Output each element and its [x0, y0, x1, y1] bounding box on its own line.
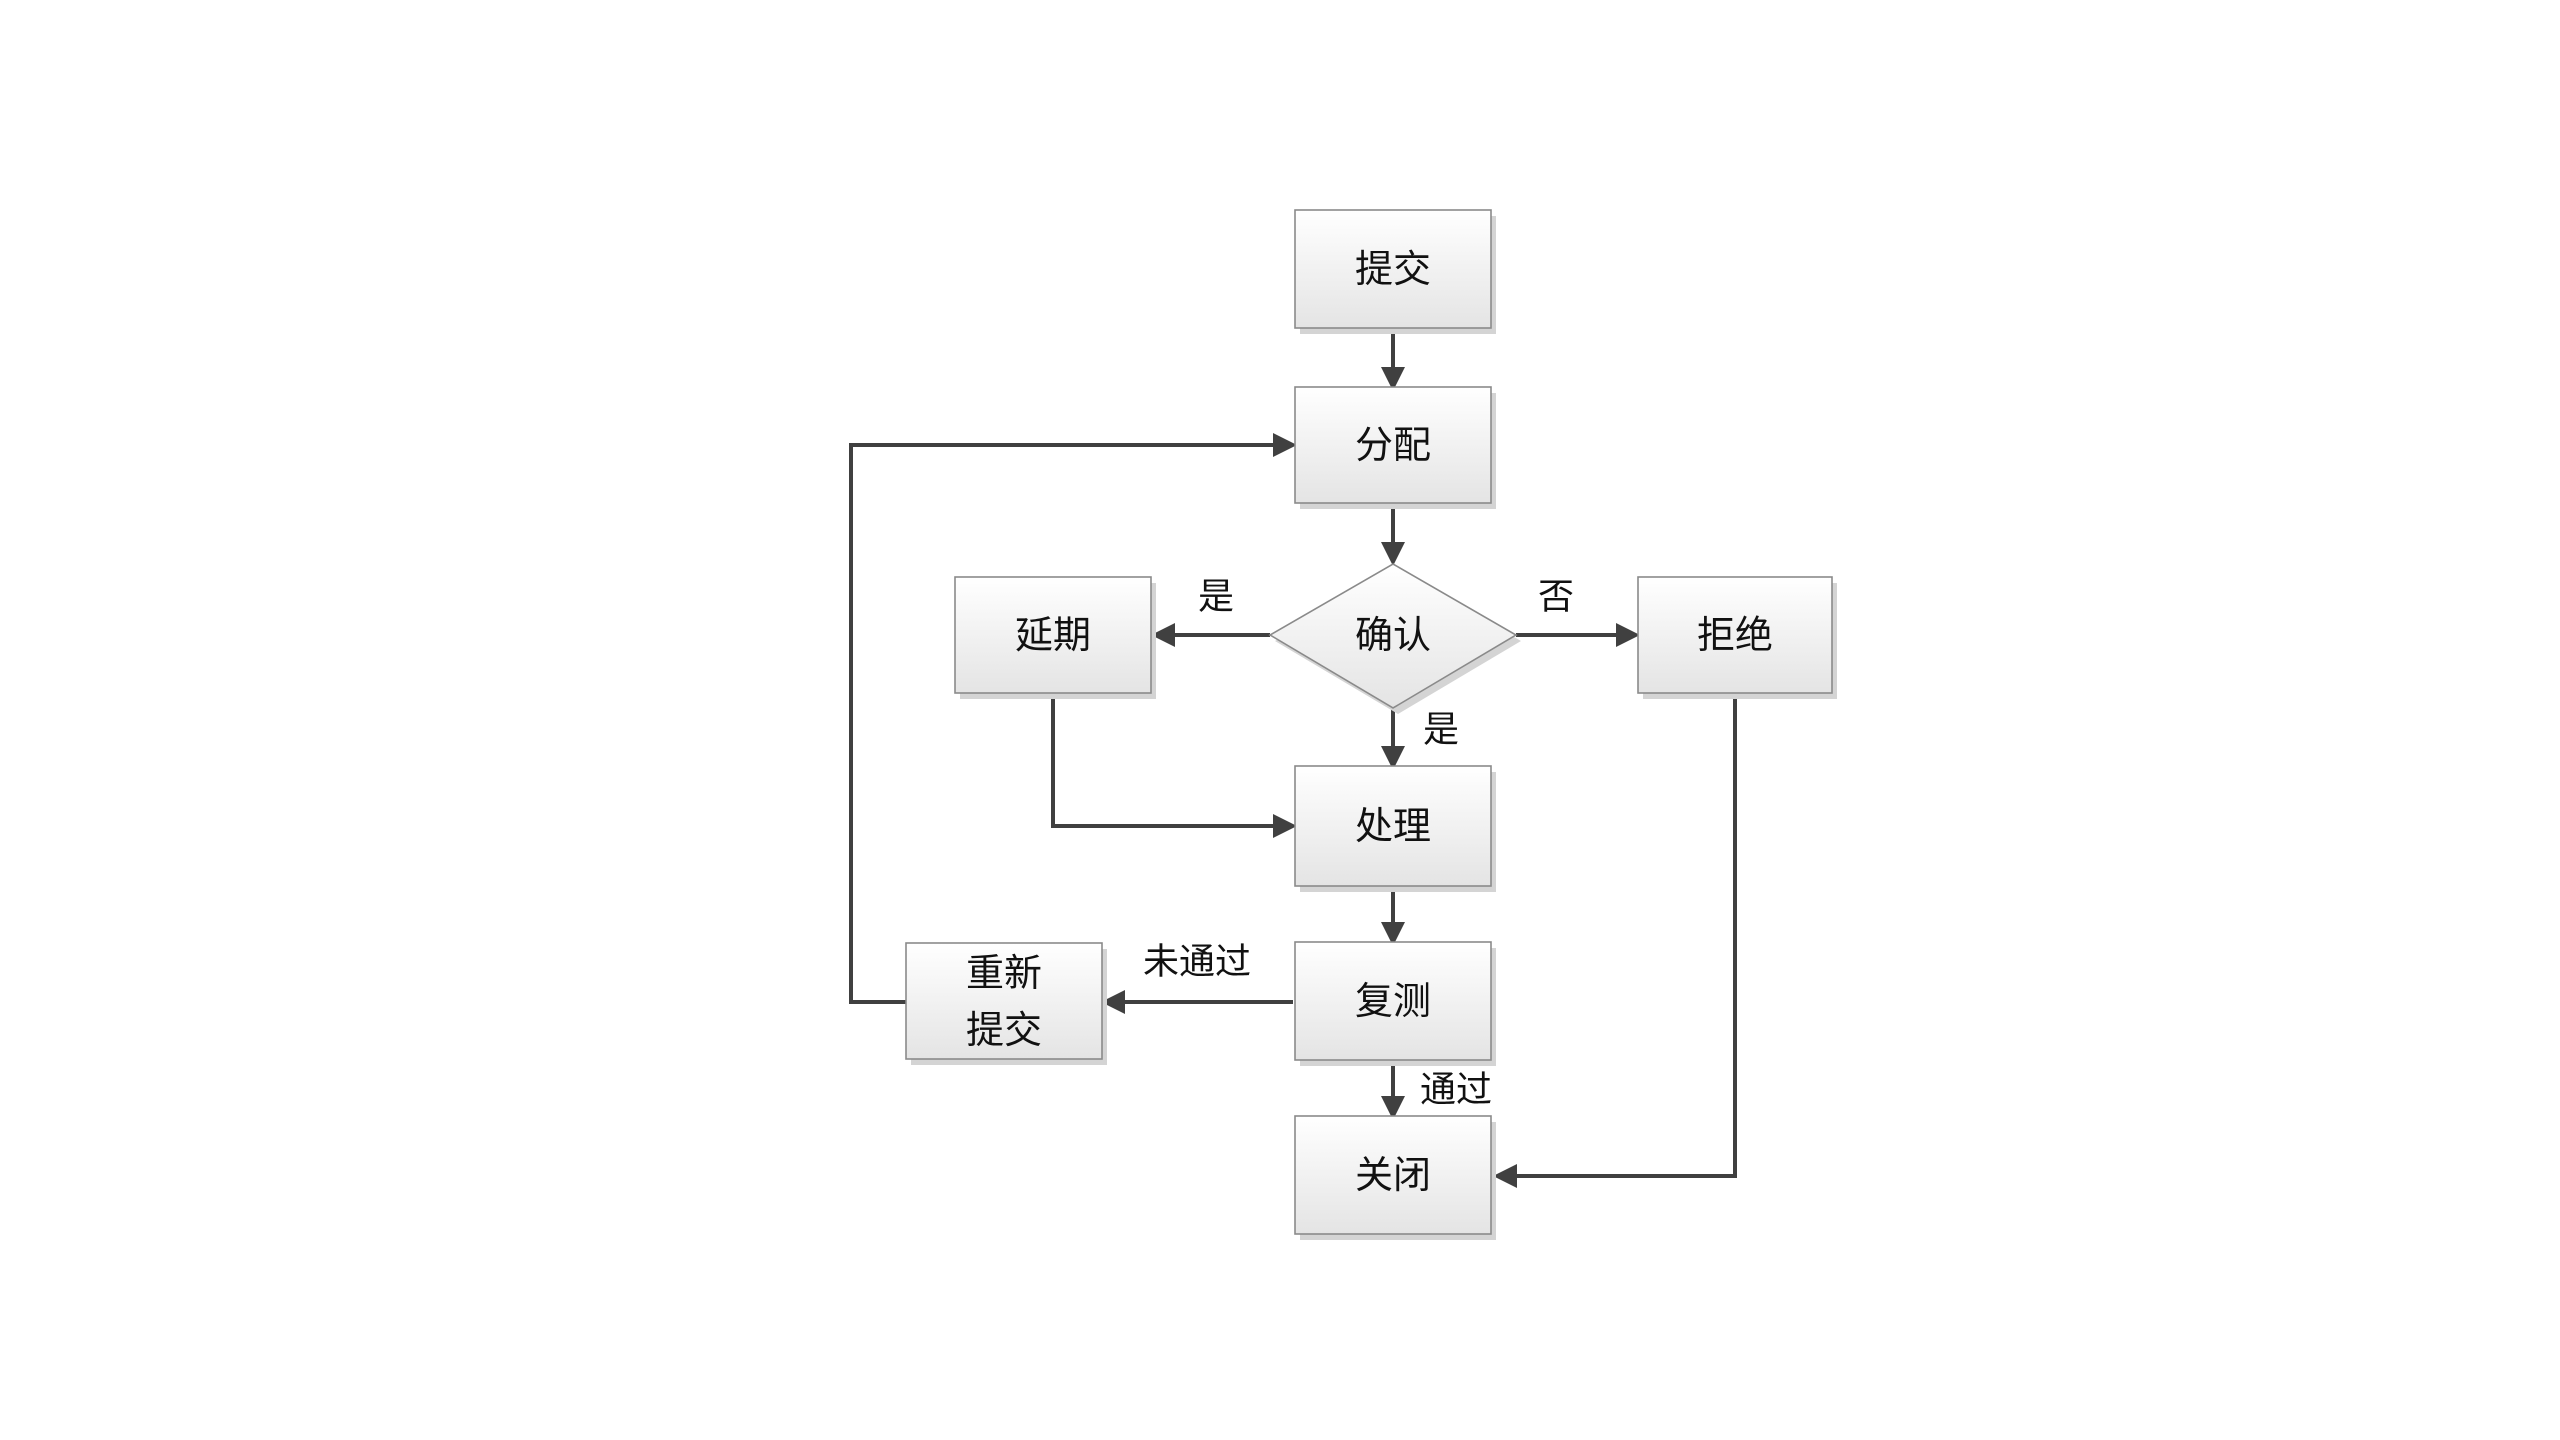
node-confirm: 确认	[1268, 563, 1521, 714]
node-submit: 提交	[1294, 209, 1496, 334]
node-confirm-label: 确认	[1355, 613, 1431, 657]
edge-defer-to-process	[1051, 693, 1297, 838]
node-assign-label: 分配	[1355, 423, 1431, 467]
node-close-label: 关闭	[1355, 1153, 1431, 1197]
node-close: 关闭	[1294, 1115, 1496, 1240]
node-submit-label: 提交	[1355, 247, 1431, 291]
node-reject: 拒绝	[1637, 576, 1837, 699]
edge-label-retest-to-resubmit: 未通过	[1143, 942, 1251, 983]
edges	[849, 330, 1737, 1188]
node-retest: 复测	[1294, 941, 1496, 1066]
node-resubmit-label-line2: 提交	[966, 1008, 1042, 1052]
node-defer: 延期	[954, 576, 1156, 699]
edge-label-retest-to-close: 通过	[1420, 1070, 1492, 1111]
node-resubmit: 重新 提交	[905, 942, 1107, 1065]
node-assign: 分配	[1294, 386, 1496, 509]
edge-reject-to-close	[1493, 693, 1737, 1188]
node-process: 处理	[1294, 765, 1496, 892]
edge-label-confirm-to-process: 是	[1423, 710, 1459, 751]
node-reject-label: 拒绝	[1697, 613, 1773, 657]
edge-label-confirm-to-reject: 否	[1538, 577, 1574, 618]
edge-label-confirm-to-defer: 是	[1198, 577, 1234, 618]
edge-labels: 是 否 是 未通过 通过	[1143, 577, 1574, 1111]
node-process-label: 处理	[1355, 804, 1431, 848]
edge-resubmit-to-assign	[849, 433, 1297, 1004]
node-defer-label: 延期	[1015, 613, 1091, 657]
node-resubmit-label-line1: 重新	[966, 951, 1042, 995]
node-retest-label: 复测	[1355, 979, 1431, 1023]
